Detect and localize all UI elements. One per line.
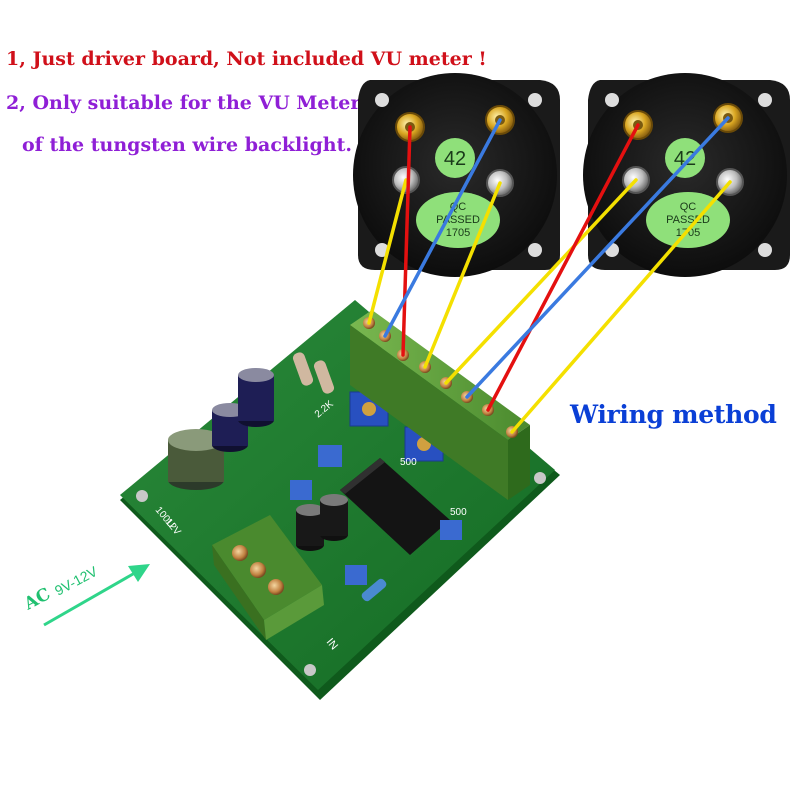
meter-badge: 42 [444, 148, 466, 170]
driver-board: 2.2K 500 500 100U 12V IN [120, 300, 560, 700]
label-r3: 500 [450, 507, 467, 518]
meter-badge: 42 [674, 148, 696, 170]
vu-meter-left: 42 QC PASSED 1705 [353, 73, 560, 277]
meter-qc: QC [680, 201, 697, 213]
note-tungsten-backlight: of the tungsten wire backlight. [22, 134, 352, 156]
voltage-label: 9V-12V [52, 563, 101, 599]
meter-batch: 1705 [446, 227, 470, 239]
label-r2: 500 [400, 457, 417, 468]
wiring [367, 116, 732, 434]
vu-meter-right: 42 QC PASSED 1705 [583, 73, 790, 277]
ac-label: AC [20, 584, 54, 615]
ac-input-arrow: AC 9V-12V [20, 563, 150, 627]
wiring-method-label: Wiring method [570, 400, 777, 429]
meter-passed: PASSED [666, 214, 710, 226]
note-not-included-vu-meter: 1, Just driver board, Not included VU me… [6, 48, 487, 70]
note-suitable-vu-meter: 2, Only suitable for the VU Meter [6, 92, 361, 114]
